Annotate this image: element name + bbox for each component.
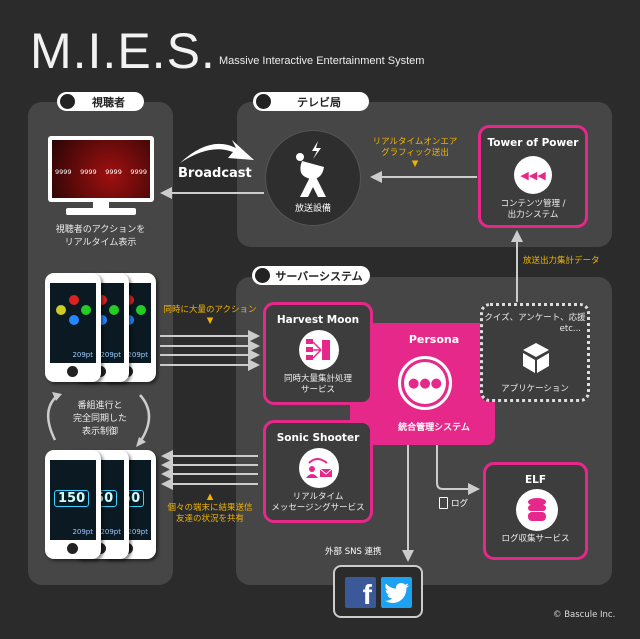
sns-box: f: [333, 565, 423, 618]
viewer-label: 視聴者: [57, 92, 144, 111]
smartphone: 209pt: [45, 273, 101, 382]
sonic-shooter-box: Sonic Shooter リアルタイムメッセージングサービス: [263, 420, 373, 523]
tv-monitor: 9999 9999 9999 9999: [48, 136, 154, 202]
elf-box: ELF ログ収集サービス: [483, 462, 588, 560]
cube-icon: [523, 343, 549, 373]
twitter-icon[interactable]: [381, 577, 412, 608]
broadcast-label: Broadcast: [178, 166, 252, 181]
home-button: [67, 543, 78, 554]
tv-station-label: テレビ局: [253, 92, 369, 111]
tv-screen: 9999 9999 9999 9999: [52, 140, 150, 198]
phone-points: 209pt: [72, 528, 93, 536]
bullet-icon: [60, 94, 75, 109]
result-caption: ▲個々の端末に結果送信友達の状況を共有: [167, 492, 253, 524]
home-button: [67, 366, 78, 377]
log-arrow: [436, 445, 480, 495]
elf-title: ELF: [524, 474, 547, 486]
sns-label: 外部 SNS 連携: [325, 547, 382, 557]
mass-action-caption: 同時に大量のアクション▼: [163, 305, 257, 326]
sync-arrow-up: [47, 394, 59, 441]
persona-desc: 統合管理システム: [398, 423, 470, 433]
rewind-icon: ◀◀◀: [514, 156, 552, 194]
sync-arrow-down: [138, 394, 151, 443]
sonic-title: Sonic Shooter: [276, 432, 360, 444]
tower-desc: コンテンツ管理 /出力システム: [500, 199, 566, 220]
phone-screen: 209pt: [50, 283, 96, 363]
server-label: サーバーシステム: [252, 266, 370, 285]
users-icon: ●●●: [398, 356, 452, 410]
app-desc: クイズ、アンケート、応援: [484, 313, 586, 323]
persona-title: Persona: [408, 333, 460, 346]
phone-points: 209pt: [100, 351, 121, 359]
app-desc-etc: etc...: [559, 324, 581, 334]
tv-base: [66, 208, 136, 215]
app-label: アプリケーション: [501, 384, 569, 394]
broadcast-equipment: 放送設備: [265, 130, 361, 226]
page-title: M.I.E.S.: [30, 23, 216, 79]
tv-caption: 視聴者のアクションをリアルタイム表示: [55, 225, 146, 248]
tower-title: Tower of Power: [487, 137, 579, 149]
phone-points: 209pt: [127, 528, 148, 536]
tv-stand: [93, 202, 109, 208]
elf-desc: ログ収集サービス: [501, 534, 570, 544]
phone-screen: 150 209pt: [50, 460, 96, 540]
aggregate-icon: [299, 330, 339, 370]
log-label: ログ: [439, 497, 468, 509]
tv-score: 9999: [80, 168, 97, 176]
sync-caption: 番組進行と完全同期した表示制御: [72, 401, 127, 437]
phone-points: 209pt: [100, 528, 121, 536]
document-icon: [439, 497, 448, 509]
messaging-icon: [299, 448, 339, 488]
phone-points: 209pt: [127, 351, 148, 359]
tv-score: 9999: [55, 168, 72, 176]
smartphone: 150 209pt: [45, 450, 101, 559]
tv-score: 9999: [130, 168, 147, 176]
sonic-desc: リアルタイムメッセージングサービス: [271, 492, 365, 513]
satellite-dish-icon: [296, 141, 326, 197]
facebook-icon[interactable]: f: [345, 577, 376, 610]
big-score: 150: [54, 490, 90, 507]
onair-caption: リアルタイムオンエアグラフィック送出▼: [372, 137, 458, 169]
application-box: クイズ、アンケート、応援 etc... アプリケーション: [480, 303, 590, 402]
aggregate-label: 放送出力集計データ: [523, 256, 600, 266]
harvest-moon-box: Harvest Moon 同時大量集計処理サービス: [263, 302, 373, 405]
database-icon: [516, 489, 558, 531]
tower-of-power-box: Tower of Power ◀◀◀ コンテンツ管理 /出力システム: [478, 125, 588, 228]
tv-score: 9999: [105, 168, 122, 176]
broadcast-swoosh: [180, 140, 254, 163]
bullet-icon: [255, 268, 270, 283]
equipment-label: 放送設備: [294, 204, 331, 214]
harvest-desc: 同時大量集計処理サービス: [283, 374, 352, 395]
bullet-icon: [256, 94, 271, 109]
phone-points: 209pt: [72, 351, 93, 359]
page-subtitle: Massive Interactive Entertainment System: [219, 55, 425, 67]
copyright: © Bascule Inc.: [553, 610, 616, 620]
harvest-title: Harvest Moon: [276, 314, 360, 326]
